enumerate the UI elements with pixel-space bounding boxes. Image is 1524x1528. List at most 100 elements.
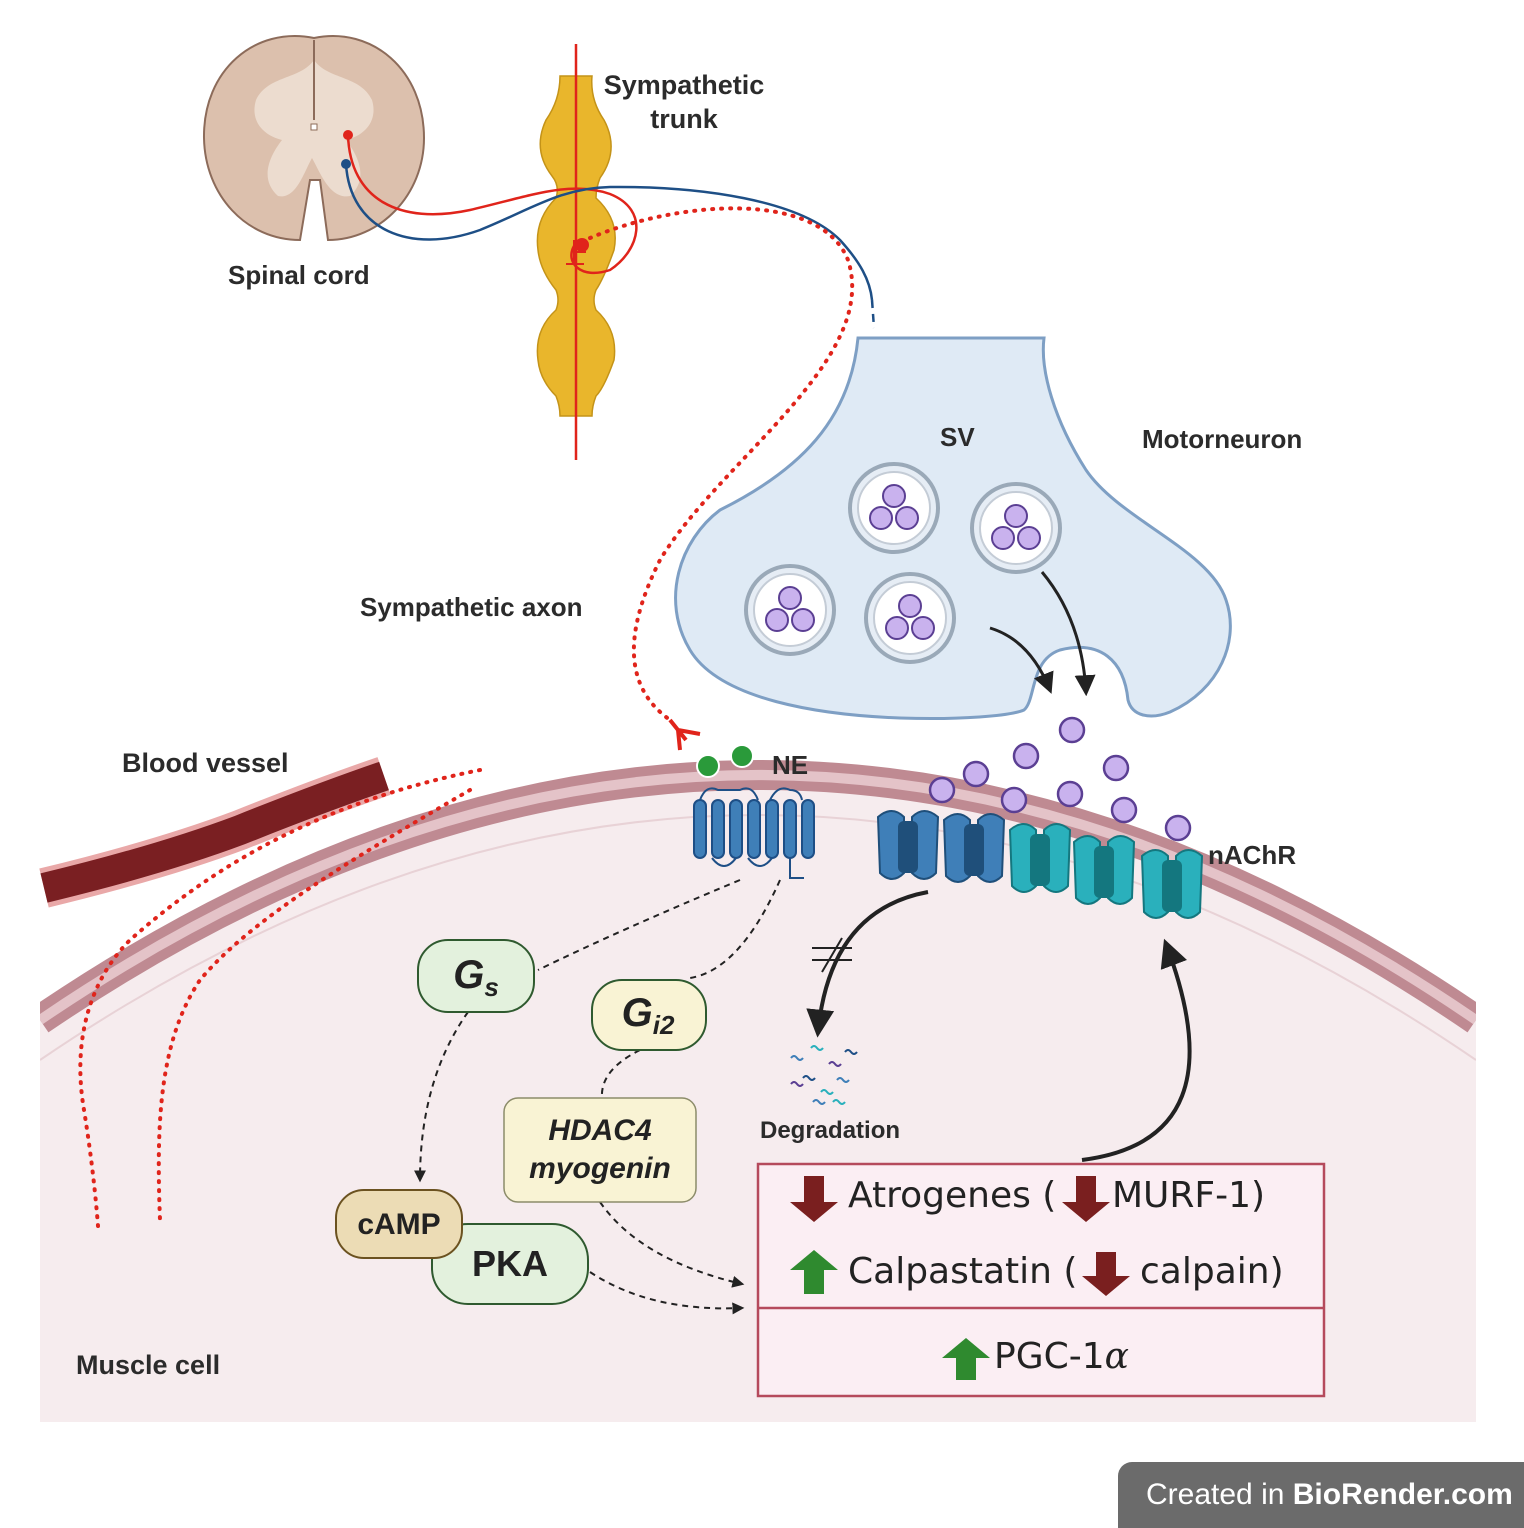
receptor-helix xyxy=(729,799,743,859)
motorneuron-label: Motorneuron xyxy=(1142,424,1302,454)
nachr-channel xyxy=(1140,849,1204,919)
nachr-channel xyxy=(1072,835,1136,905)
fragment xyxy=(810,1045,824,1051)
spinal-cord-label: Spinal cord xyxy=(228,260,370,290)
up-arrow-icon xyxy=(942,1338,990,1380)
svg-text:PKA: PKA xyxy=(472,1243,548,1284)
svg-text:Gs: Gs xyxy=(453,953,499,1002)
svg-text:MURF-1): MURF-1) xyxy=(1112,1175,1265,1216)
badge-prefix: Created in xyxy=(1146,1478,1293,1511)
ach-molecule xyxy=(778,586,802,610)
fragment xyxy=(790,1055,804,1061)
ach-molecule xyxy=(898,594,922,618)
receptor-helix xyxy=(765,799,779,859)
svg-text:Atrogenes (: Atrogenes ( xyxy=(848,1175,1056,1216)
fragment xyxy=(790,1081,804,1087)
receptor-helix xyxy=(693,799,707,859)
not-equal-icon xyxy=(812,937,852,973)
effects-row-pgc: PGC-1α xyxy=(942,1336,1129,1380)
fragment xyxy=(832,1099,846,1105)
ach-molecule xyxy=(1056,780,1084,808)
pka-box: PKA xyxy=(431,1223,589,1305)
nachr-channel xyxy=(942,813,1006,883)
ach-molecule xyxy=(928,776,956,804)
synaptic-vesicle xyxy=(848,462,940,554)
ach-molecule xyxy=(791,608,815,632)
release-arrows xyxy=(989,571,1096,697)
degradation-fragments xyxy=(790,1045,858,1105)
badge-brand: BioRender.com xyxy=(1292,1478,1513,1511)
svg-text:Gi2: Gi2 xyxy=(622,991,675,1040)
muscle-cell-label: Muscle cell xyxy=(76,1350,220,1380)
ach-molecule xyxy=(885,616,909,640)
receptor-helix xyxy=(801,799,815,859)
ach-molecule xyxy=(869,506,893,530)
fragment xyxy=(844,1049,858,1055)
myogenin-label: myogenin xyxy=(529,1152,671,1185)
acetylcholine-molecules xyxy=(928,716,1192,842)
sympathetic-trunk-label-1: Sympathetic xyxy=(604,70,765,100)
adrenergic-receptor xyxy=(693,787,815,879)
nachr-channel xyxy=(1008,823,1072,893)
svg-text:Calpastatin (: Calpastatin ( xyxy=(848,1251,1077,1292)
ach-molecule xyxy=(1102,754,1130,782)
degradation-label: Degradation xyxy=(760,1117,900,1144)
synaptic-vesicle xyxy=(970,482,1062,574)
up-arrow-icon xyxy=(790,1250,838,1294)
fragment xyxy=(836,1077,850,1083)
hdac4-label: HDAC4 xyxy=(548,1114,652,1147)
effects-row-calpastatin: Calpastatin ( calpain) xyxy=(790,1250,1284,1296)
blood-vessel-label: Blood vessel xyxy=(122,748,289,778)
fragment xyxy=(802,1075,816,1081)
ach-molecule xyxy=(882,484,906,508)
nachr-channels xyxy=(876,810,1204,919)
hdac4-myogenin-box: HDAC4 myogenin xyxy=(503,1097,697,1203)
ach-molecule xyxy=(1012,742,1040,770)
biorender-badge: Created in BioRender.com xyxy=(1118,1462,1524,1528)
gi2-protein: Gi2 xyxy=(591,979,707,1051)
ach-molecule xyxy=(962,760,990,788)
ne-label: NE xyxy=(772,750,808,780)
ach-molecule xyxy=(895,506,919,530)
inhibition-tee-icon xyxy=(668,718,701,751)
sympathetic-axon-label: Sympathetic axon xyxy=(360,592,583,622)
gs-protein: Gs xyxy=(417,939,535,1013)
degradation-arrow xyxy=(806,890,929,1038)
nachr-channel xyxy=(876,810,940,880)
receptor-helix xyxy=(711,799,725,859)
sympathetic-axon xyxy=(78,206,855,1228)
motorneuron-terminal xyxy=(674,336,1232,721)
receptor-helix xyxy=(747,799,761,859)
ach-molecule xyxy=(1000,786,1028,814)
ach-molecule xyxy=(991,526,1015,550)
effects-box xyxy=(756,1162,1326,1398)
fragment xyxy=(812,1099,826,1105)
svg-text:calpain): calpain) xyxy=(1140,1251,1284,1292)
svg-text:PGC-1α: PGC-1α xyxy=(994,1336,1129,1377)
camp-box: cAMP xyxy=(335,1189,463,1259)
receptor-helix xyxy=(783,799,797,859)
sympathetic-trunk-label-2: trunk xyxy=(650,104,718,134)
ach-molecule xyxy=(1110,796,1138,824)
preganglionic-fibers xyxy=(341,130,876,329)
synaptic-vesicle xyxy=(744,564,836,656)
fragment xyxy=(820,1089,834,1095)
blood-vessel xyxy=(39,757,391,908)
signaling-arrows xyxy=(414,879,781,1315)
down-arrow-icon xyxy=(1062,1176,1110,1222)
ach-molecule xyxy=(1004,504,1028,528)
fragment xyxy=(828,1061,842,1067)
ach-molecule xyxy=(911,616,935,640)
effects-row-atrogenes: Atrogenes ( MURF-1) xyxy=(790,1175,1265,1222)
nachr-label: nAChR xyxy=(1208,840,1296,870)
synaptic-vesicle xyxy=(864,572,956,664)
down-arrow-icon xyxy=(790,1176,838,1222)
down-arrow-icon xyxy=(1082,1252,1130,1296)
svg-text:cAMP: cAMP xyxy=(357,1208,440,1241)
sv-label: SV xyxy=(940,422,975,452)
synaptic-vesicles xyxy=(744,462,1062,664)
ach-molecule xyxy=(1164,814,1192,842)
ach-molecule xyxy=(1017,526,1041,550)
spinal-cord xyxy=(202,35,426,242)
